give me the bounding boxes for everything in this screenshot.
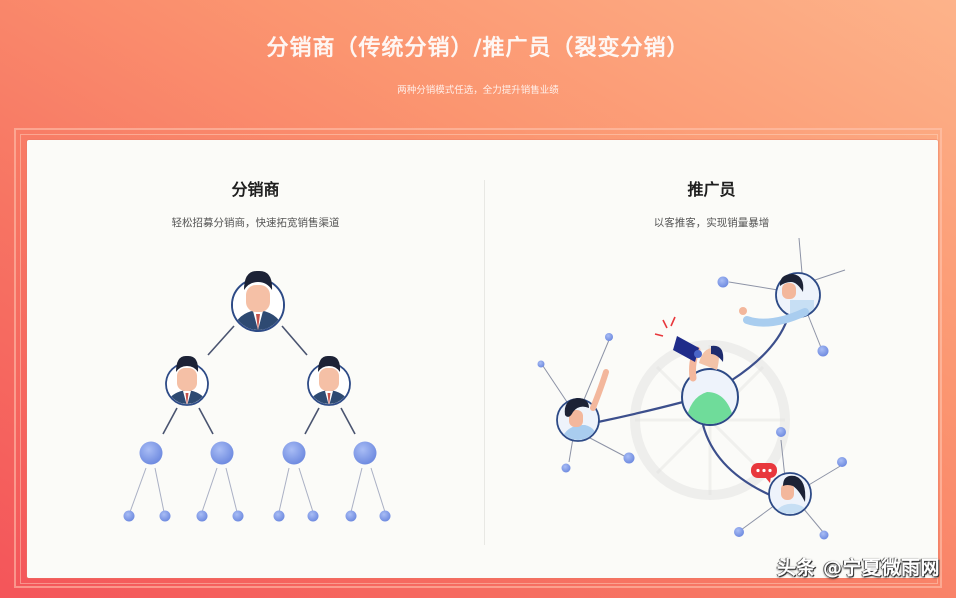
left-distributor-avatar (165, 355, 209, 406)
right-distributor-avatar (307, 355, 351, 406)
bottom-right-promoter-avatar (768, 472, 812, 516)
top-distributor-avatar (231, 270, 285, 332)
distributor-description: 轻松招募分销商，快速拓宽销售渠道 (171, 217, 340, 229)
content-card: 分销商 轻松招募分销商，快速拓宽销售渠道 (27, 140, 938, 578)
panel-divider (484, 180, 485, 545)
distributor-title: 分销商 (231, 180, 280, 199)
center-promoter-avatar (654, 316, 739, 426)
referral-network-icon (537, 237, 847, 540)
watermark-text: 头条 @宁夏微雨网 (776, 557, 940, 579)
outer-frame (14, 128, 942, 588)
promoter-panel: 推广员 以客推客，实现销量暴增 (485, 140, 938, 578)
left-promoter-avatar (556, 369, 609, 442)
page-title: 分销商（传统分销）/推广员（裂变分销） (266, 36, 690, 61)
page-subtitle: 两种分销模式任选，全力提升销售业绩 (397, 85, 559, 96)
promoter-description: 以客推客，实现销量暴增 (653, 217, 770, 229)
distributor-panel: 分销商 轻松招募分销商，快速拓宽销售渠道 (27, 140, 484, 578)
promoter-title: 推广员 (687, 180, 736, 199)
chat-bubble-icon (751, 463, 777, 483)
top-right-promoter-avatar (739, 272, 821, 327)
hierarchy-tree-icon (123, 270, 391, 522)
page-header: 分销商（传统分销）/推广员（裂变分销） 两种分销模式任选，全力提升销售业绩 (0, 0, 956, 128)
